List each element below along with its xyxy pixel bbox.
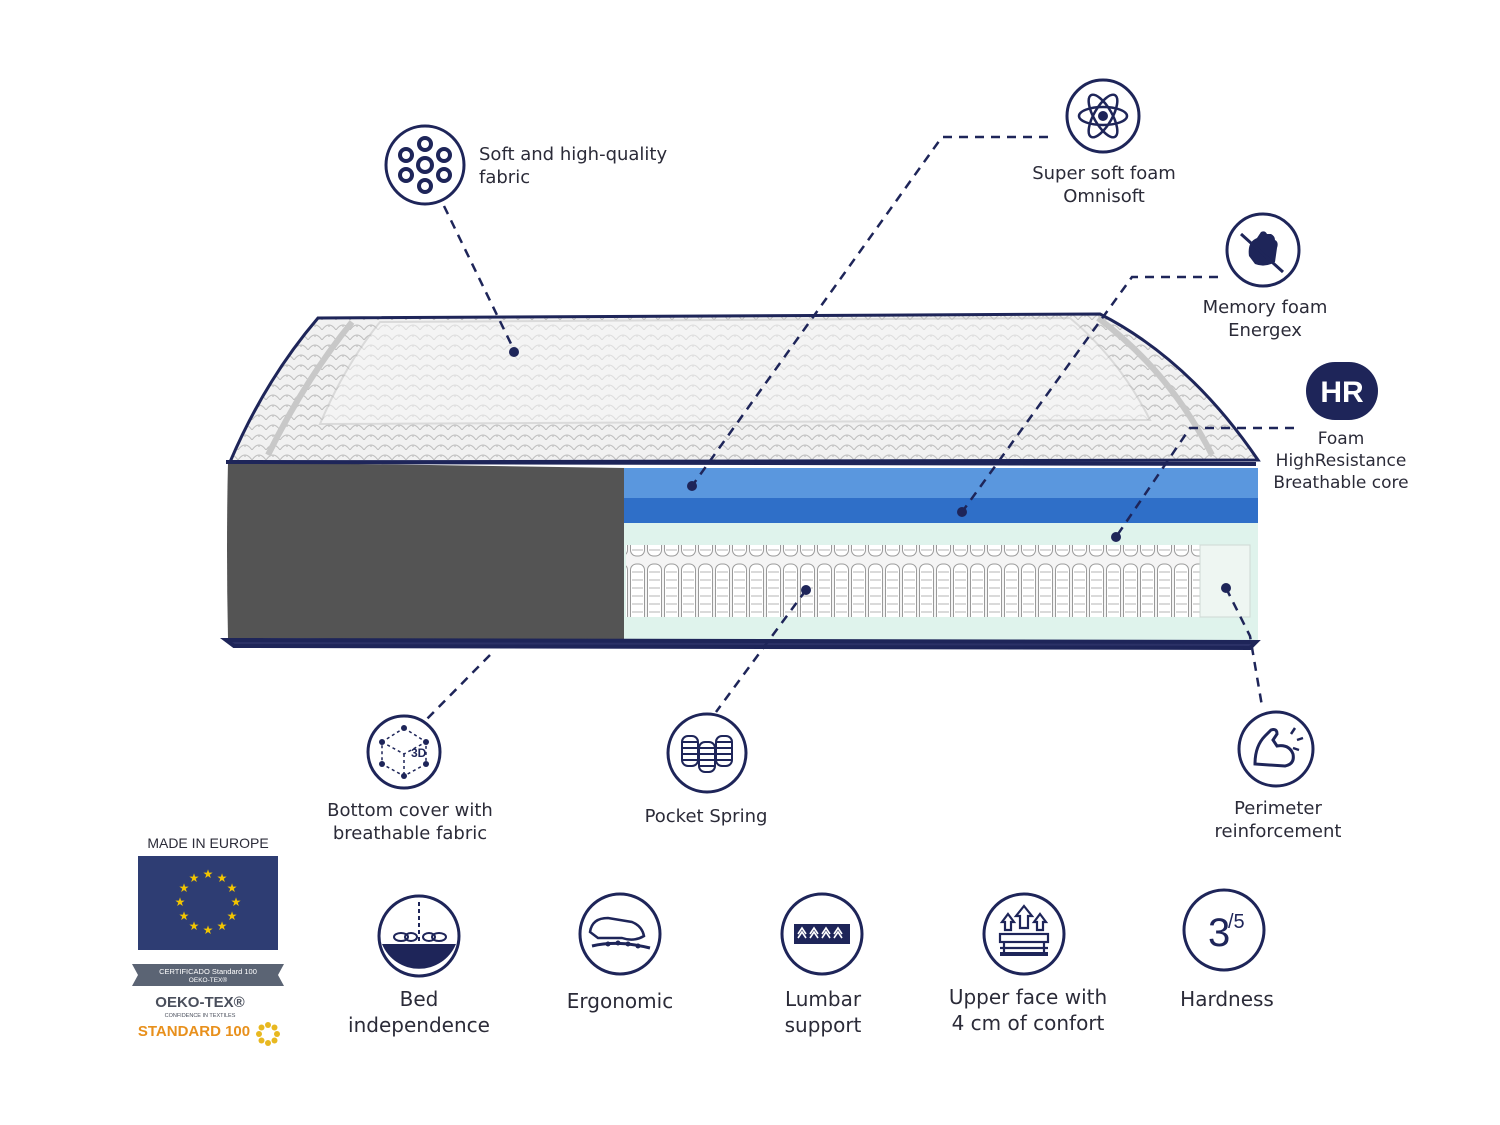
upper-face-arrows-icon <box>982 892 1066 976</box>
leader-dots <box>509 347 1231 595</box>
svg-text:3D: 3D <box>411 746 427 760</box>
mattress-top-face <box>227 312 1261 464</box>
svg-text:CERTIFICADO Standard 100: CERTIFICADO Standard 100 <box>159 967 257 976</box>
leader-lines <box>421 135 1294 725</box>
standard-100-label: STANDARD 100 <box>137 1023 251 1040</box>
svg-text:★: ★ <box>189 871 200 885</box>
eu-flag-icon: ★★★★ ★★★★ ★★★★ <box>138 856 278 950</box>
svg-text:★: ★ <box>179 881 190 895</box>
memory-foam-hand-icon <box>1225 212 1301 288</box>
hardness-rating-icon: 3 /5 <box>1182 888 1266 972</box>
oeko-tex-flower-icon <box>256 1022 280 1046</box>
svg-text:/5: /5 <box>1228 911 1245 933</box>
hr-badge-icon: HR <box>1306 362 1378 420</box>
svg-text:HR: HR <box>1320 376 1364 409</box>
mattress-cross-section <box>624 468 1258 641</box>
benefit-ergonomic-label: Ergonomic <box>566 989 674 1013</box>
arm-strength-icon <box>1237 710 1315 788</box>
benefit-hardness-label: Hardness <box>1180 987 1274 1011</box>
mattress-bottom-piping <box>219 460 1261 651</box>
pocket-spring-icon <box>666 712 748 794</box>
made-in-europe-label: MADE IN EUROPE <box>147 835 269 851</box>
oeko-tex-logo-text: OEKO-TEX® <box>155 994 245 1011</box>
ergonomic-pillow-icon <box>578 892 662 976</box>
oeko-tex-ribbon: CERTIFICADO Standard 100 OEKO-TEX® <box>132 964 284 986</box>
lumbar-support-icon <box>780 892 864 976</box>
svg-text:★: ★ <box>179 909 190 923</box>
svg-text:★: ★ <box>231 895 242 909</box>
svg-text:★: ★ <box>227 909 238 923</box>
fabric-icon <box>384 124 466 206</box>
bed-independence-icon <box>377 894 461 978</box>
svg-text:★: ★ <box>189 919 200 933</box>
mattress-side-cover <box>227 462 626 640</box>
svg-text:★: ★ <box>217 871 228 885</box>
svg-text:3: 3 <box>1208 911 1230 955</box>
atom-icon <box>1065 78 1141 154</box>
svg-text:★: ★ <box>203 867 214 881</box>
svg-text:★: ★ <box>175 895 186 909</box>
svg-text:★: ★ <box>227 881 238 895</box>
oeko-tex-tagline: CONFIDENCE IN TEXTILES <box>164 1013 236 1019</box>
feature-pocket-spring-label: Pocket Spring <box>644 806 768 827</box>
3d-fabric-icon: 3D <box>366 714 442 790</box>
svg-text:OEKO-TEX®: OEKO-TEX® <box>189 976 228 984</box>
svg-text:★: ★ <box>217 919 228 933</box>
svg-text:★: ★ <box>203 923 214 937</box>
